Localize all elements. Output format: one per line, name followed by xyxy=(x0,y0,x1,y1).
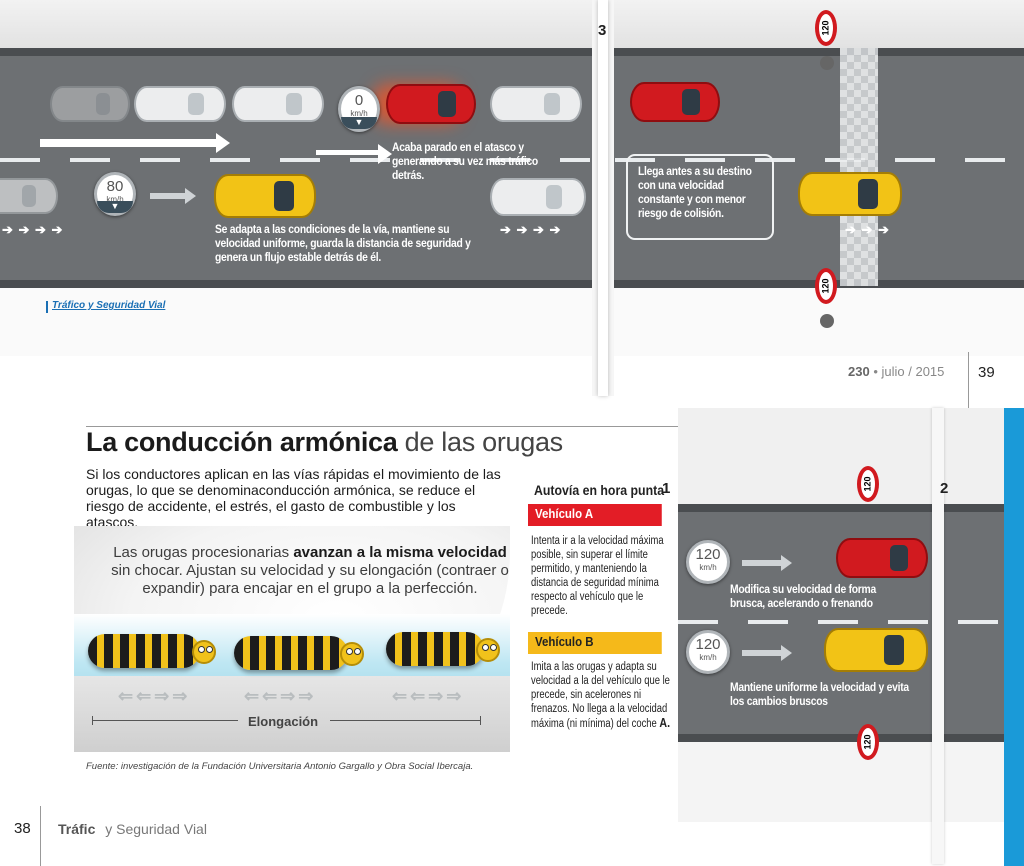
speed-sign-b: 120 km/h xyxy=(686,630,730,674)
page-gutter xyxy=(932,408,944,864)
flow-arrow xyxy=(40,133,230,153)
section-marker xyxy=(46,301,48,313)
red-car-caption: Modifica su velocidad de forma brusca, a… xyxy=(730,582,876,610)
speed-limit-sign: 120 xyxy=(815,268,837,304)
speed-limit-sign: 120 xyxy=(857,724,879,760)
caterpillar xyxy=(88,634,200,668)
scenario-number: 1 xyxy=(662,480,671,497)
speed-sign-0: 0 km/h ▼ xyxy=(338,86,380,132)
page-number: 38 xyxy=(14,820,31,837)
caterpillar-text: Las orugas procesionarias avanzan a la m… xyxy=(111,544,509,597)
callout-text: Llega antes a su destino con una velocid… xyxy=(638,164,752,220)
ghost-car xyxy=(50,86,130,122)
vehicle-b-text: Imita a las orugas y adapta su velocidad… xyxy=(531,661,671,730)
elongation-line xyxy=(92,720,238,721)
top-rule xyxy=(86,426,932,427)
sign-post xyxy=(820,56,834,70)
caterpillar-head xyxy=(340,642,364,666)
vehicle-b-badge: Vehículo B xyxy=(528,632,662,654)
speed-sign-a: 120 km/h xyxy=(686,540,730,584)
elongation-arrows: ⇐ ⇐ ⇒ ⇒ xyxy=(118,686,187,706)
stopped-car-caption: Acaba parado en el atasco y generando a … xyxy=(392,140,538,182)
red-car-stopped xyxy=(386,84,476,124)
yellow-car-caption: Mantiene uniforme la velocidad y evita l… xyxy=(730,680,909,708)
elongation-arrows: ⇐ ⇐ ⇒ ⇒ xyxy=(392,686,461,706)
chevron-arrows: ➔ ➔ ➔ ➔ xyxy=(500,222,562,237)
magazine-brand: Tráfic y Seguridad Vial xyxy=(58,821,207,837)
speed-sign-80: 80 km/h ▼ xyxy=(94,172,136,216)
section-label: Tráfico y Seguridad Vial xyxy=(52,300,166,311)
elongation-label: Elongación xyxy=(248,714,319,729)
lane-line xyxy=(0,158,590,162)
red-car xyxy=(630,82,720,122)
page-number: 39 xyxy=(978,364,995,381)
roadside-top xyxy=(0,0,1024,48)
caterpillar-head xyxy=(192,640,216,664)
yellow-car xyxy=(214,174,316,218)
finish-line xyxy=(840,48,878,286)
road-edge xyxy=(0,48,1024,56)
speed-limit-sign: 120 xyxy=(815,10,837,46)
footer-divider xyxy=(40,806,41,866)
page-gutter xyxy=(598,0,608,396)
source-note: Fuente: investigación de la Fundación Un… xyxy=(86,761,474,772)
sign-post xyxy=(820,314,834,328)
page-title: La conducción armónica de las orugas xyxy=(86,427,563,457)
caterpillar-head xyxy=(476,638,500,662)
red-car xyxy=(836,538,928,578)
speed-arrow xyxy=(742,555,792,571)
folio: 230 • julio / 2015 xyxy=(848,364,945,379)
flow-arrow xyxy=(316,144,392,164)
yellow-car xyxy=(824,628,928,672)
intro-paragraph: Si los conductores aplican en las vías r… xyxy=(86,466,501,530)
roadside-bottom xyxy=(0,286,1024,356)
ghost-car xyxy=(134,86,226,122)
caterpillar xyxy=(386,632,484,666)
section-tab xyxy=(1004,408,1024,866)
roadside xyxy=(678,408,1004,504)
speed-limit-sign: 120 xyxy=(857,466,879,502)
vehicle-a-badge: Vehículo A xyxy=(528,504,662,526)
elongation-arrows: ⇐ ⇐ ⇒ ⇒ xyxy=(244,686,313,706)
elongation-line xyxy=(330,720,480,721)
chevron-arrows: ➔ ➔ ➔ ➔ xyxy=(2,222,64,237)
speed-arrow xyxy=(150,188,196,204)
speed-arrow xyxy=(742,645,792,661)
scenario-title: Autovía en hora punta xyxy=(534,482,665,498)
vehicle-a-text: Intenta ir a la velocidad máxima posible… xyxy=(531,535,664,617)
yellow-car xyxy=(798,172,902,216)
ghost-car xyxy=(232,86,324,122)
yellow-car-caption: Se adapta a las condiciones de la vía, m… xyxy=(215,222,471,264)
folio-divider xyxy=(968,352,969,408)
ghost-car xyxy=(490,178,586,216)
section-number: 3 xyxy=(598,22,607,39)
caterpillar xyxy=(234,636,348,670)
ghost-car xyxy=(0,178,58,214)
chevron-arrows: ➔ ➔ ➔ xyxy=(845,222,890,237)
lane-line xyxy=(615,158,1024,162)
section-number-right: 2 xyxy=(940,480,949,497)
callout-box xyxy=(626,154,774,240)
caterpillar-illustration: Las orugas procesionarias avanzan a la m… xyxy=(74,526,510,752)
road-edge xyxy=(0,280,1024,288)
ghost-car xyxy=(490,86,582,122)
